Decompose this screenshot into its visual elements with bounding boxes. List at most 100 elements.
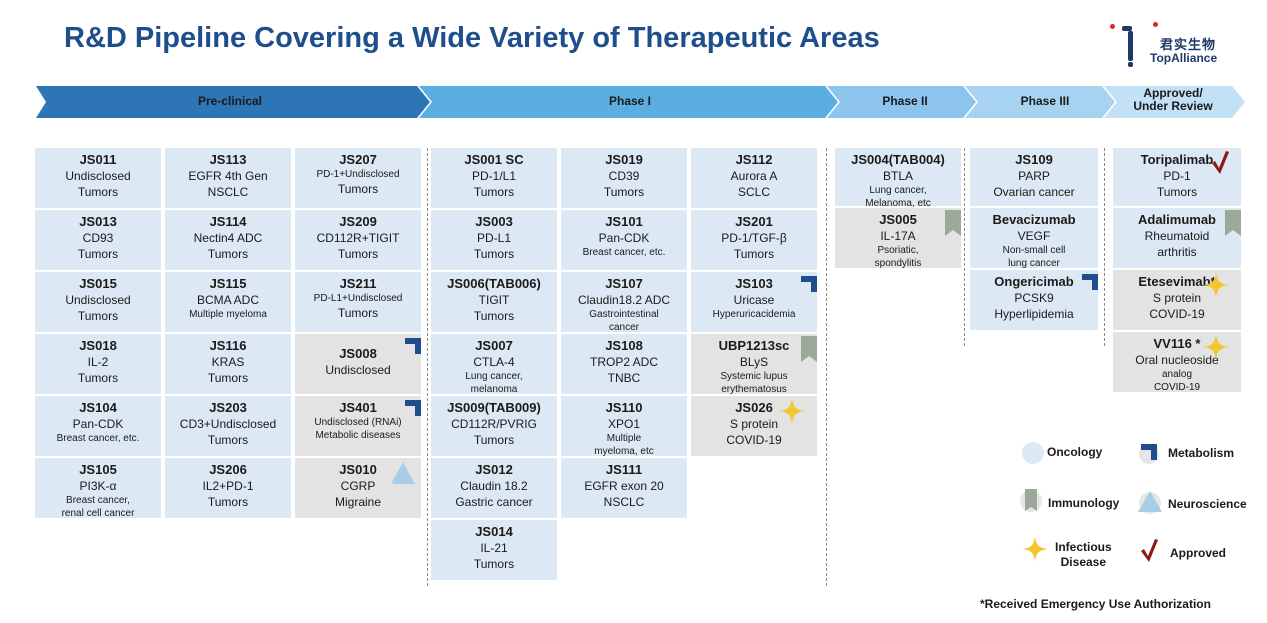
card-detail: Oral nucleoside	[1135, 353, 1219, 367]
card-detail: CD3+Undisclosed	[179, 417, 277, 431]
card-detail: EGFR 4th Gen	[188, 169, 268, 183]
card-detail: CD39	[608, 169, 640, 183]
phase-label-approved-line1: Approved/	[1143, 86, 1203, 100]
phase-divider	[427, 148, 428, 586]
card-detail: erythematosus	[721, 384, 787, 395]
card-detail: TNBC	[607, 371, 641, 385]
card-detail: Undisclosed	[325, 363, 391, 377]
card-code: JS103	[735, 276, 773, 291]
metabolism-icon	[801, 276, 817, 296]
card-detail: Rheumatoid	[1144, 229, 1210, 243]
card-detail: Breast cancer, etc.	[56, 433, 140, 444]
card-detail: Tumors	[733, 247, 775, 261]
card-detail: PI3K-α	[79, 479, 117, 493]
card-detail: arthritis	[1157, 245, 1197, 259]
card-detail: COVID-19	[1149, 307, 1205, 321]
card-detail: PD-1	[1163, 169, 1191, 183]
card-detail: Tumors	[77, 309, 119, 323]
card-code: JS107	[605, 276, 643, 291]
card-detail: COVID-19	[726, 433, 782, 447]
card-code: JS109	[1015, 152, 1053, 167]
card-code: JS110	[605, 400, 643, 415]
card-code: JS209	[339, 214, 377, 229]
card-code: JS019	[605, 152, 643, 167]
card-detail: Hyperuricacidemia	[712, 309, 796, 320]
card-code: Adalimumab	[1137, 212, 1216, 227]
phase-label-phase1: Phase I	[608, 94, 652, 108]
card-detail: IL2+PD-1	[202, 479, 254, 493]
card-code: JS115	[209, 276, 247, 291]
card-code: JS011	[79, 152, 117, 167]
card-detail: NSCLC	[603, 495, 645, 509]
card-detail: Tumors	[1156, 185, 1198, 199]
card-detail: Aurora A	[730, 169, 778, 183]
card-code: JS108	[605, 338, 643, 353]
card-detail: XPO1	[607, 417, 640, 431]
page-title: R&D Pipeline Covering a Wide Variety of …	[64, 22, 880, 54]
card-detail: Tumors	[337, 182, 379, 196]
card-detail: Multiple myeloma	[189, 309, 267, 320]
card-code: Bevacizumab	[992, 212, 1076, 227]
phase-label-phase3: Phase III	[1020, 94, 1070, 108]
phase-divider	[964, 148, 965, 346]
card-detail: Tumors	[207, 247, 249, 261]
phase-divider	[826, 148, 827, 586]
card-detail: Pan-CDK	[72, 417, 124, 431]
phase-divider	[1104, 148, 1105, 346]
card-detail: Non-small cell	[1002, 245, 1066, 256]
card-detail: Tumors	[77, 185, 119, 199]
card-detail: Undisclosed	[65, 169, 131, 183]
immunology-icon	[801, 336, 817, 366]
legend-infectious-label: Infectious Disease	[1055, 540, 1112, 570]
card-detail: Undisclosed (RNAi)	[314, 417, 402, 428]
card-detail: IL-17A	[880, 229, 916, 243]
card-code: JS401	[339, 400, 377, 415]
card-detail: CTLA-4	[473, 355, 515, 369]
card-detail: Psoriatic,	[877, 245, 919, 256]
card-code: JS013	[79, 214, 117, 229]
card-detail: Tumors	[207, 371, 249, 385]
card-detail: CD112R/PVRIG	[451, 417, 537, 431]
card-code: JS009(TAB009)	[447, 400, 541, 415]
card-detail: CD112R+TIGIT	[316, 231, 400, 245]
footnote: *Received Emergency Use Authorization	[980, 597, 1211, 611]
card-detail: BLyS	[739, 355, 769, 369]
approved-icon	[1211, 150, 1229, 178]
card-code: JS005	[879, 212, 917, 227]
card-detail: Metabolic diseases	[315, 430, 401, 441]
card-code: JS008	[339, 346, 377, 361]
card-detail: Tumors	[337, 306, 379, 320]
card-detail: Gastric cancer	[455, 495, 533, 509]
immunology-icon	[1225, 210, 1241, 240]
card-detail: Melanoma, etc	[865, 198, 931, 209]
card-detail: Tumors	[207, 433, 249, 447]
card-detail: Tumors	[77, 371, 119, 385]
company-logo: 君实生物 TopAlliance	[1108, 22, 1238, 68]
card-detail: PD-1+Undisclosed	[316, 169, 400, 180]
legend-immunology-label: Immunology	[1048, 496, 1120, 510]
phase-label-approved-line2: Under Review	[1133, 99, 1213, 113]
card-code: Etesevimab*	[1138, 274, 1216, 289]
card-detail: Tumors	[473, 557, 515, 571]
card-detail: Undisclosed	[65, 293, 131, 307]
